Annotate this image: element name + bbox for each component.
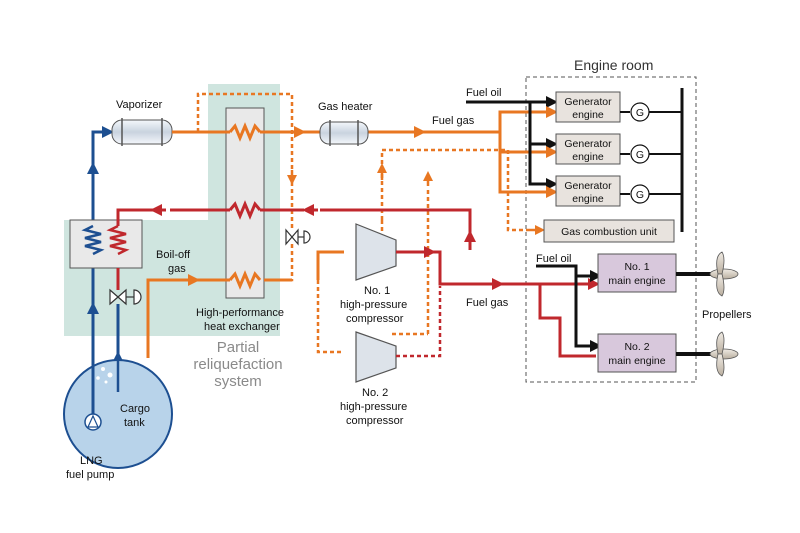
generator-g-2: G xyxy=(620,144,682,164)
boil-off-label-1: Boil-off xyxy=(156,249,191,261)
high-pressure-fuel-gas-line xyxy=(396,250,596,358)
reliquefaction-label-2: reliquefaction xyxy=(193,356,282,373)
generator-engine-1: Generator engine xyxy=(555,91,621,123)
lng-pump-label-1: LNG xyxy=(80,455,103,467)
lng-fuel-pump xyxy=(84,413,102,431)
vaporizer-label: Vaporizer xyxy=(116,99,163,111)
fuel-gas-line-top xyxy=(172,110,540,194)
dotted-lines-engine-room xyxy=(380,148,532,336)
svg-text:Generator: Generator xyxy=(564,96,612,108)
compressor-2 xyxy=(355,331,397,383)
cargo-tank-label-1: Cargo xyxy=(120,403,150,415)
propeller-2 xyxy=(676,331,739,377)
reliquefaction-label-3: system xyxy=(214,373,262,390)
generator-engine-3: Generator engine xyxy=(555,175,621,207)
gas-combustion-unit: Gas combustion unit xyxy=(543,219,675,243)
svg-text:No. 1: No. 1 xyxy=(624,261,649,273)
compressor-1 xyxy=(355,223,397,281)
svg-text:Generator: Generator xyxy=(564,180,612,192)
svg-text:engine: engine xyxy=(572,151,604,163)
engine-room-label: Engine room xyxy=(574,57,653,73)
generator-engine-2: Generator engine xyxy=(555,133,621,165)
generator-g-3: G xyxy=(620,184,682,204)
fuel-gas-label-mid: Fuel gas xyxy=(466,297,509,309)
main-engine-2: No. 2 main engine xyxy=(597,333,677,373)
reliquefaction-label-1: Partial xyxy=(217,339,260,356)
svg-text:Gas combustion unit: Gas combustion unit xyxy=(561,226,657,238)
svg-text:engine: engine xyxy=(572,109,604,121)
cargo-tank-label-2: tank xyxy=(124,417,145,429)
fuel-oil-label-mid: Fuel oil xyxy=(536,253,571,265)
svg-text:Generator: Generator xyxy=(564,138,612,150)
cargo-tank xyxy=(63,359,173,469)
vaporizer xyxy=(111,118,173,146)
main-engine-1: No. 1 main engine xyxy=(597,253,677,293)
fuel-oil-line-top xyxy=(466,100,540,186)
comp2-inlet-dotted xyxy=(316,280,344,354)
gas-heater-label: Gas heater xyxy=(318,101,373,113)
comp2-outlet-dotted xyxy=(396,286,442,358)
generator-g-1: G xyxy=(620,102,682,122)
propellers-label: Propellers xyxy=(702,309,752,321)
hx-label-2: heat exchanger xyxy=(204,321,280,333)
comp2-label-1: No. 2 xyxy=(362,387,388,399)
comp2-label-3: compressor xyxy=(346,415,404,427)
propeller-1 xyxy=(676,251,739,297)
engine-room-box xyxy=(525,76,697,383)
lng-pump-label-2: fuel pump xyxy=(66,469,114,481)
boil-off-label-2: gas xyxy=(168,263,186,275)
comp1-label-1: No. 1 xyxy=(364,285,390,297)
comp1-label-2: high-pressure xyxy=(340,299,407,311)
hx-label-1: High-performance xyxy=(196,307,284,319)
gas-heater xyxy=(319,120,369,146)
lng-line xyxy=(87,126,123,414)
svg-text:G: G xyxy=(636,149,644,161)
boil-off-gas-line xyxy=(146,250,344,358)
fuel-oil-label-top: Fuel oil xyxy=(466,87,501,99)
svg-text:main engine: main engine xyxy=(608,355,665,367)
svg-text:G: G xyxy=(636,107,644,119)
fuel-gas-label-top: Fuel gas xyxy=(432,115,475,127)
comp1-label-3: compressor xyxy=(346,313,404,325)
svg-text:engine: engine xyxy=(572,193,604,205)
expansion-valve xyxy=(109,288,142,306)
comp2-label-2: high-pressure xyxy=(340,401,407,413)
svg-text:main engine: main engine xyxy=(608,275,665,287)
bypass-valve xyxy=(285,228,311,246)
svg-text:No. 2: No. 2 xyxy=(624,341,649,353)
svg-text:G: G xyxy=(636,189,644,201)
reliquefaction-exchanger xyxy=(69,219,143,269)
